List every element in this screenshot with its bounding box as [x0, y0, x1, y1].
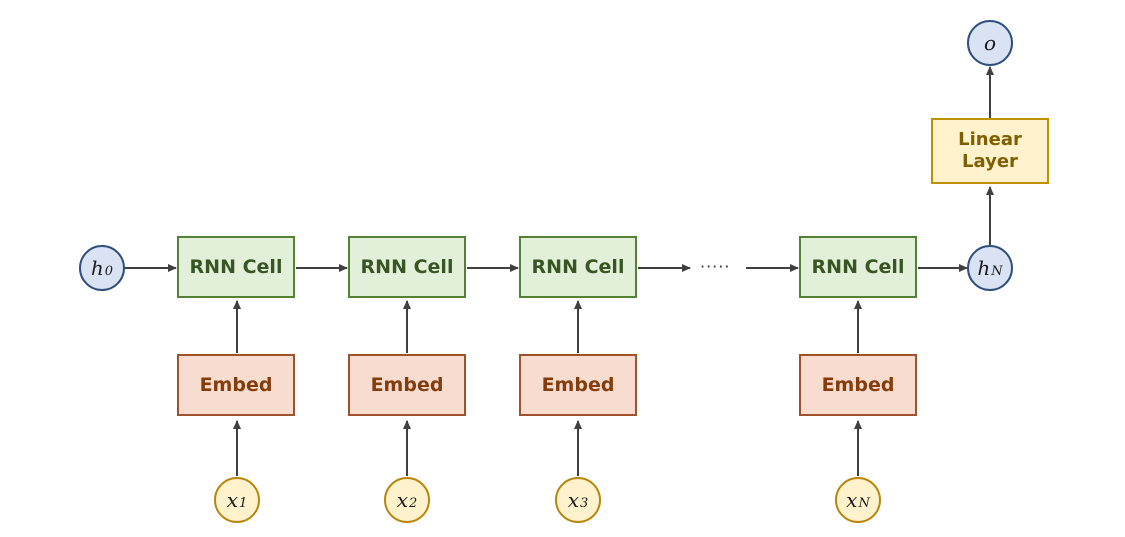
node-h0-sub: 0	[104, 263, 114, 279]
linear-label-line2: Layer	[962, 151, 1018, 172]
input-x2-base: x	[396, 488, 408, 512]
input-xn-sub: N	[858, 495, 870, 511]
input-x2-sub: 2	[409, 495, 418, 511]
ellipsis: ·····	[700, 257, 731, 276]
input-xn-base: x	[846, 488, 858, 512]
output-node: o	[967, 20, 1013, 66]
node-hN-base: h	[977, 256, 991, 280]
linear-label-line1: Linear	[958, 129, 1022, 150]
rnn-cell-1: RNN Cell	[177, 236, 295, 298]
embed-2: Embed	[348, 354, 466, 416]
rnn-cell-n: RNN Cell	[799, 236, 917, 298]
embed-3: Embed	[519, 354, 637, 416]
linear-layer: Linear Layer	[931, 118, 1049, 184]
input-x3-base: x	[567, 488, 579, 512]
embed-1: Embed	[177, 354, 295, 416]
rnn-cell-3: RNN Cell	[519, 236, 637, 298]
input-x1-sub: 1	[239, 495, 248, 511]
input-x3-sub: 3	[580, 495, 589, 511]
output-label: o	[983, 31, 997, 55]
node-h0-base: h	[90, 256, 104, 280]
rnn-cell-2: RNN Cell	[348, 236, 466, 298]
input-x1-base: x	[226, 488, 238, 512]
embed-n: Embed	[799, 354, 917, 416]
node-hN-sub: N	[991, 263, 1003, 279]
